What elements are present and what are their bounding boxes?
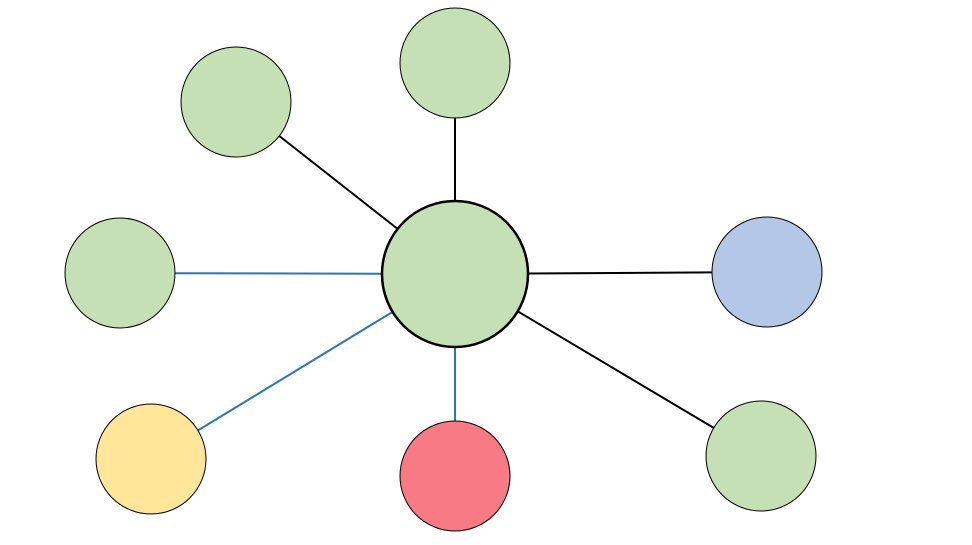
node-left bbox=[64, 217, 176, 329]
node-bottom bbox=[399, 420, 511, 532]
hub-node bbox=[380, 199, 530, 349]
node-top-left bbox=[180, 46, 292, 158]
edge-hub-bottom-right bbox=[517, 310, 715, 429]
edge-hub-right bbox=[527, 271, 713, 275]
node-top bbox=[399, 7, 511, 119]
node-right bbox=[711, 216, 823, 328]
edge-hub-left bbox=[174, 272, 383, 275]
node-bottom-right bbox=[705, 400, 817, 512]
node-bottom-left bbox=[95, 403, 207, 515]
edges-layer bbox=[174, 118, 715, 432]
nodes-layer bbox=[64, 7, 823, 532]
edge-hub-top-left bbox=[278, 135, 399, 230]
edge-hub-bottom-left bbox=[197, 311, 394, 432]
